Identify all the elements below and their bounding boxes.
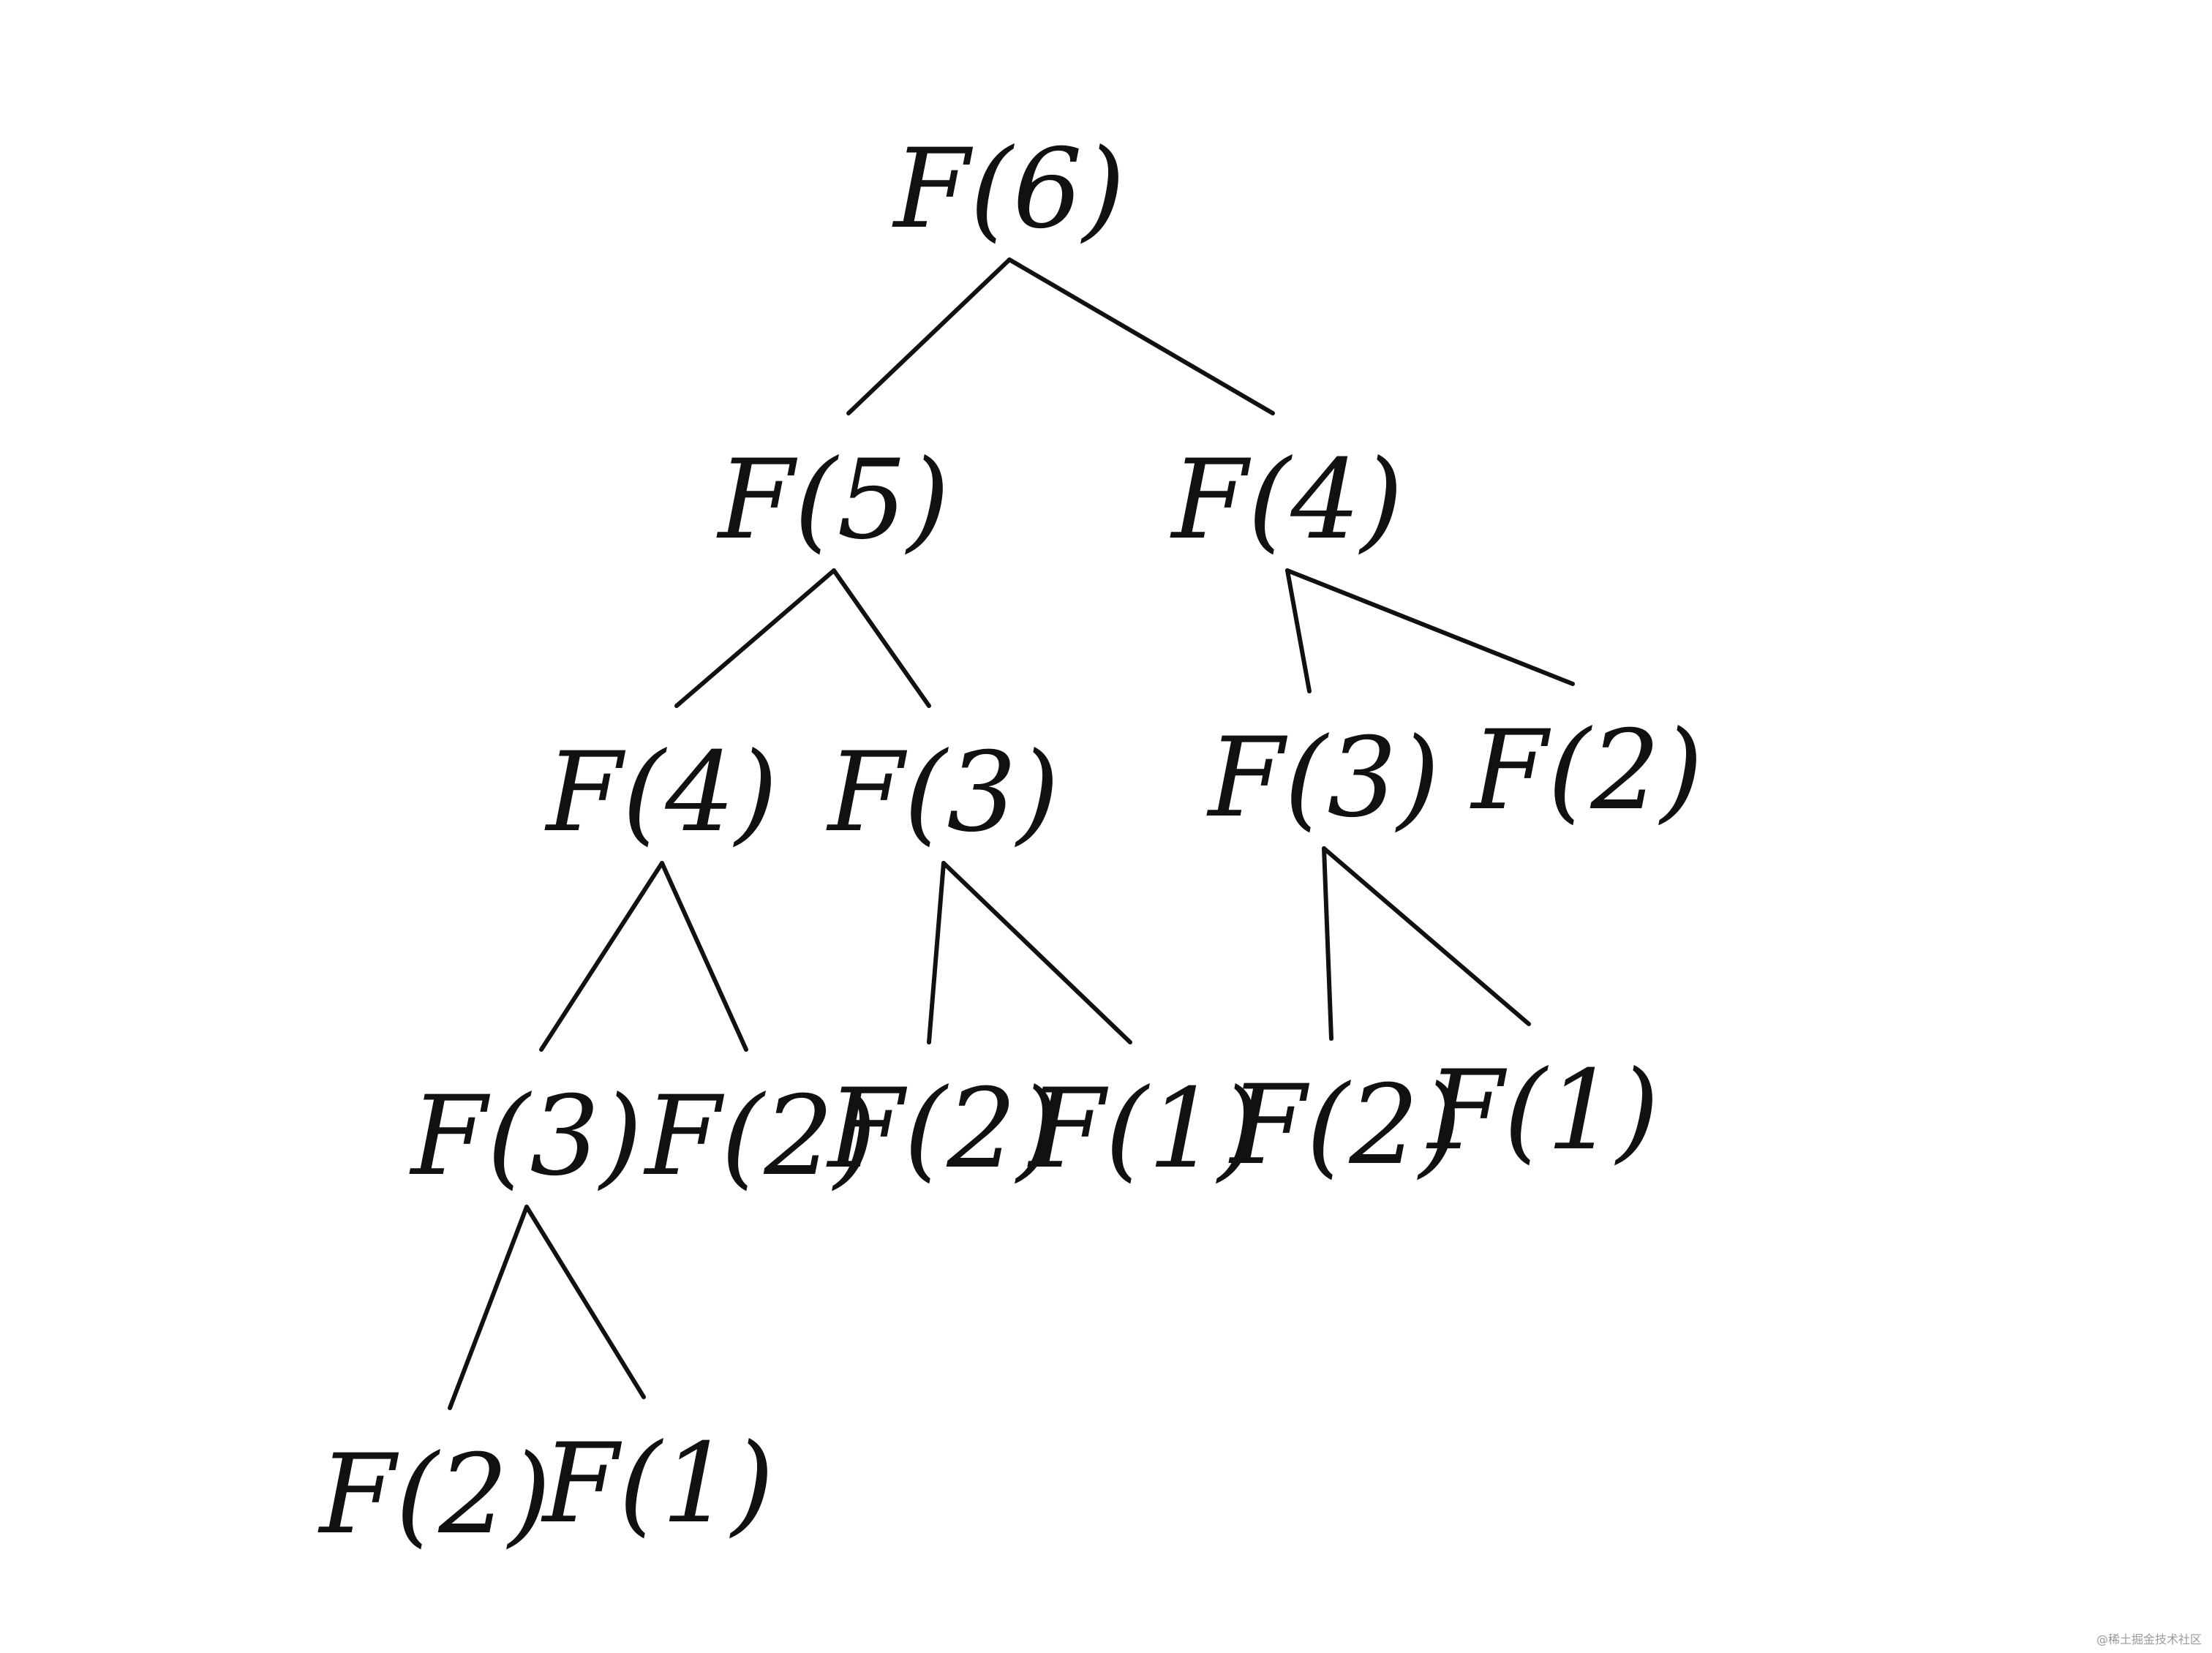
edge-n2-n5 [1285, 568, 1312, 693]
tree-node-n1: F(5) [716, 437, 950, 564]
edge-n2-n6 [1285, 568, 1575, 686]
tree-node-n7: F(3) [409, 1073, 643, 1200]
tree-node-n14: F(1) [541, 1420, 775, 1548]
tree-node-n4: F(3) [826, 729, 1060, 856]
tree-node-n6: F(2) [1470, 707, 1704, 835]
edge-n4-n9 [927, 861, 946, 1044]
edge-n4-n10 [941, 861, 1132, 1044]
tree-node-n3: F(4) [544, 729, 778, 856]
tree-node-n13: F(2) [317, 1431, 552, 1559]
edge-n1-n4 [832, 568, 931, 708]
tree-node-n5: F(3) [1206, 715, 1440, 842]
edge-n3-n8 [660, 861, 748, 1052]
edge-n7-n13 [448, 1205, 529, 1410]
tree-node-n0: F(6) [892, 126, 1126, 253]
edge-n5-n12 [1322, 846, 1531, 1026]
tree-node-n9: F(2) [826, 1066, 1060, 1193]
edge-n0-n1 [846, 257, 1012, 415]
edge-n0-n2 [1007, 257, 1275, 415]
tree-node-n2: F(4) [1170, 437, 1404, 564]
edge-n5-n11 [1322, 846, 1333, 1041]
tree-node-n12: F(1) [1426, 1047, 1660, 1175]
edges-layer [448, 257, 1575, 1410]
edge-n3-n7 [539, 861, 664, 1052]
edge-n1-n3 [674, 568, 836, 708]
watermark: @稀土掘金技术社区 [2096, 1633, 2202, 1646]
nodes-layer: F(6)F(5)F(4)F(4)F(3)F(3)F(2)F(3)F(2)F(2)… [317, 126, 1704, 1559]
tree-node-n10: F(1) [1027, 1066, 1261, 1193]
edge-n7-n14 [524, 1205, 646, 1399]
tree-node-n8: F(2) [643, 1073, 877, 1200]
tree-node-n11: F(2) [1228, 1062, 1462, 1189]
